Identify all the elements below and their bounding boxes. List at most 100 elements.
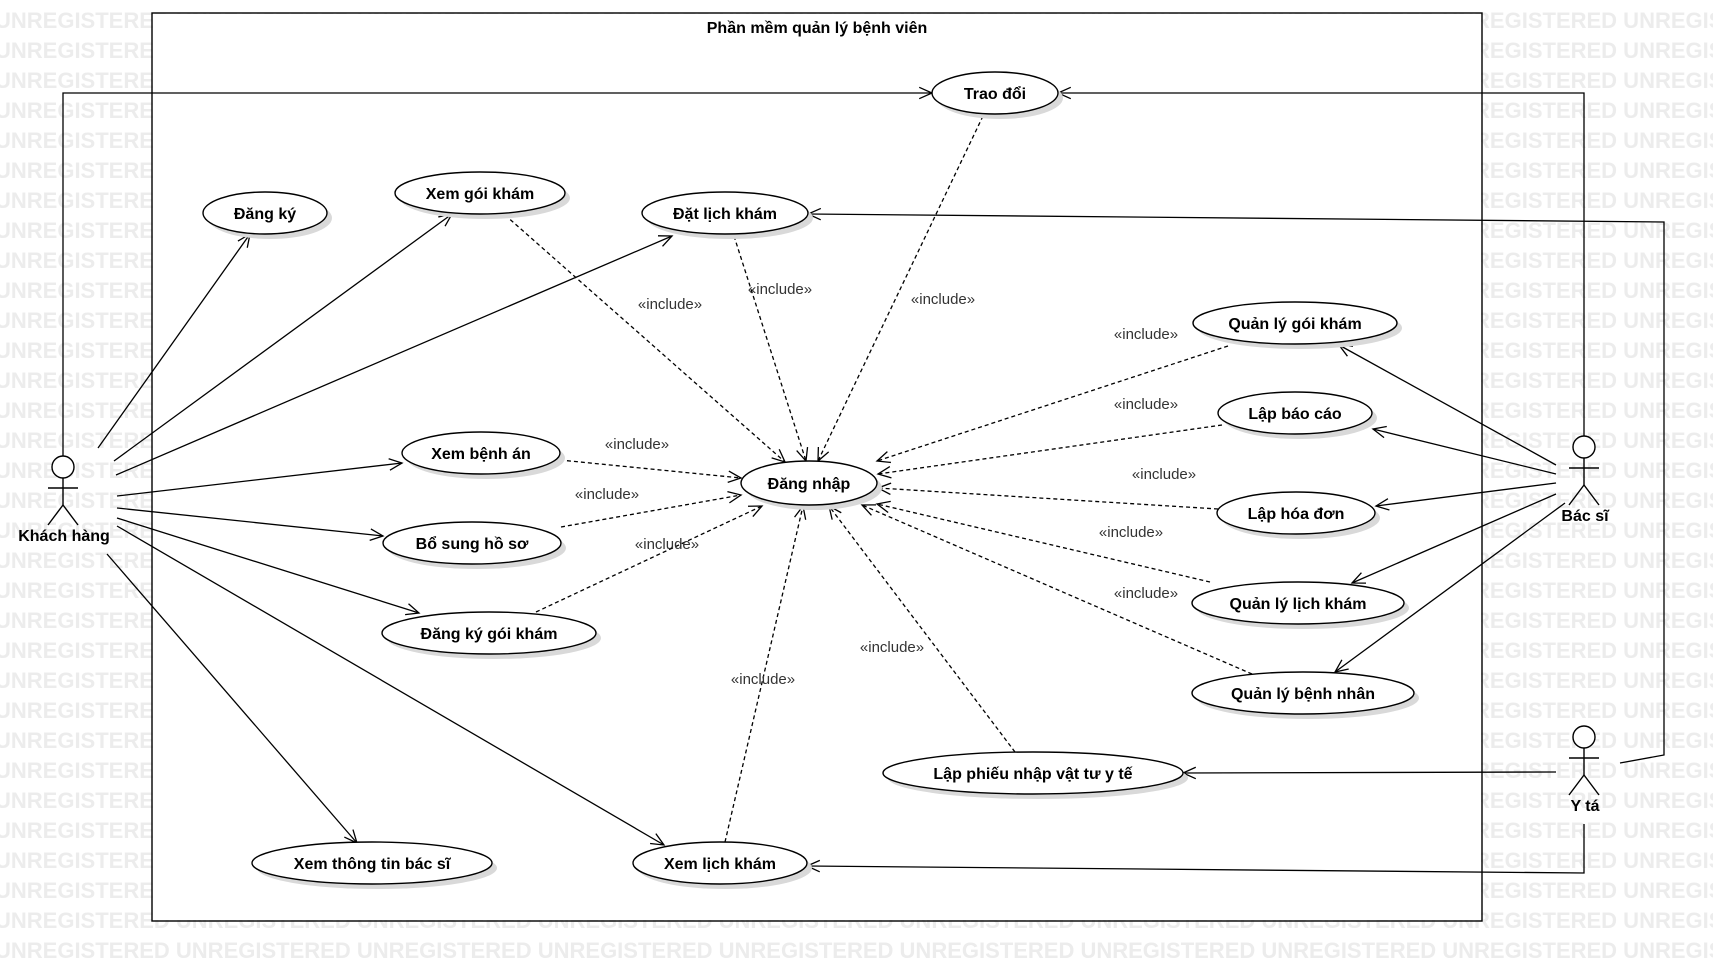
use-case-ellipse — [1216, 491, 1376, 535]
association-customer-xem_goi_kham — [113, 213, 453, 462]
use-case-label: Đăng nhập — [768, 476, 851, 493]
use-case-dang-ky-goi-kham[interactable]: Đăng ký gói khám — [381, 611, 601, 659]
use-case-label: Đăng ký — [234, 206, 296, 223]
actor-customer[interactable]: Khách hàng — [18, 455, 110, 545]
use-case-ellipse — [632, 841, 808, 885]
actor-doctor[interactable]: Bác sĩ — [1561, 435, 1610, 525]
use-case-xem-lich-kham[interactable]: Xem lịch khám — [632, 841, 812, 889]
include-label: «include» — [605, 436, 669, 453]
actor-label: Khách hàng — [18, 528, 110, 545]
use-case-ellipse — [401, 431, 561, 475]
include-label: «include» — [731, 671, 795, 688]
use-case-trao-doi[interactable]: Trao đổi — [931, 71, 1063, 119]
use-case-ellipse — [1192, 301, 1398, 345]
use-case-quan-ly-benh-nhan[interactable]: Quản lý bệnh nhân — [1191, 671, 1419, 719]
use-case-quan-ly-lich-kham[interactable]: Quản lý lịch khám — [1191, 581, 1409, 629]
use-case-ellipse — [202, 191, 328, 235]
use-case-label: Lập hóa đơn — [1248, 506, 1345, 523]
association-customer-dang_ky — [97, 233, 251, 449]
include-xem_lich_kham — [724, 505, 804, 843]
association-doctor-quan_ly_benh_nhan — [1334, 502, 1566, 673]
include-dat_lich_kham — [733, 235, 807, 462]
use-case-xem-thong-tin-bac-si[interactable]: Xem thông tin bác sĩ — [251, 841, 497, 889]
actor-layer: Khách hàng Bác sĩ Y tá — [18, 435, 1610, 815]
use-case-lap-phieu-nhap[interactable]: Lập phiếu nhập vật tư y tế — [882, 751, 1188, 799]
association-doctor-lap_hoa_don — [1375, 482, 1557, 507]
include-label: «include» — [575, 486, 639, 503]
use-case-ellipse — [931, 71, 1059, 115]
association-nurse-lap_phieu_nhap — [1182, 771, 1557, 774]
include-label: «include» — [748, 281, 812, 298]
use-case-quan-ly-goi-kham[interactable]: Quản lý gói khám — [1192, 301, 1402, 349]
actor-stick-figure-icon — [1568, 725, 1600, 796]
use-case-label: Bổ sung hồ sơ — [416, 535, 529, 553]
include-xem_benh_an — [559, 459, 742, 479]
use-case-ellipse — [641, 191, 809, 235]
include-quan_ly_goi_kham — [876, 345, 1229, 462]
use-case-bo-sung-ho-so[interactable]: Bổ sung hồ sơ — [382, 521, 566, 569]
system-title: Phần mềm quản lý bệnh viên — [707, 20, 928, 37]
association-arrowhead — [369, 528, 385, 541]
use-case-xem-benh-an[interactable]: Xem bệnh án — [401, 431, 565, 479]
use-case-ellipse — [740, 460, 878, 506]
include-arrowhead — [727, 490, 743, 504]
include-quan_ly_lich_kham — [876, 503, 1211, 583]
actor-stick-figure-icon — [47, 455, 79, 526]
use-case-label: Xem thông tin bác sĩ — [294, 856, 452, 873]
include-arrowhead — [875, 500, 891, 513]
use-case-label: Xem lịch khám — [664, 856, 776, 873]
include-label: «include» — [1114, 396, 1178, 413]
use-case-lap-hoa-don[interactable]: Lập hóa đơn — [1216, 491, 1380, 539]
use-case-ellipse — [251, 841, 493, 885]
include-bo_sung_ho_so — [560, 494, 742, 528]
actor-label: Y tá — [1570, 798, 1599, 815]
association-arrowhead — [1350, 572, 1367, 584]
association-customer-xem_benh_an — [116, 462, 403, 497]
actor-label: Bác sĩ — [1561, 508, 1610, 525]
actor-nurse[interactable]: Y tá — [1568, 725, 1600, 815]
use-case-ellipse — [394, 171, 566, 215]
association-arrowhead — [650, 833, 666, 846]
include-arrowhead — [876, 465, 892, 479]
include-arrowhead — [875, 451, 891, 464]
association-customer-xem_thong_tin_bac_si — [106, 553, 358, 844]
association-customer-trao_doi — [62, 92, 932, 458]
use-case-ellipse — [1191, 581, 1405, 625]
association-doctor-quan_ly_lich_kham — [1351, 493, 1557, 584]
actor-stick-figure-icon — [1568, 435, 1600, 506]
watermark-text: UNREGISTERED UNREGISTERED UNREGISTERED U… — [0, 938, 1713, 963]
association-arrowhead — [388, 458, 404, 471]
use-case-label: Quản lý bệnh nhân — [1231, 686, 1375, 703]
association-nurse-xem_lich_kham — [806, 824, 1585, 874]
association-customer-bo_sung_ho_so — [116, 507, 384, 537]
include-arrowhead — [747, 505, 764, 518]
use-case-dat-lich-kham[interactable]: Đặt lịch khám — [641, 191, 813, 239]
system-boundary — [151, 12, 1483, 922]
include-label: «include» — [1114, 585, 1178, 602]
use-case-ellipse — [882, 751, 1184, 795]
association-arrowhead — [1374, 498, 1390, 511]
association-nurse-dat_lich_kham — [807, 213, 1665, 764]
include-xem_goi_kham — [504, 214, 786, 463]
use-case-lap-bao-cao[interactable]: Lập báo cáo — [1217, 391, 1377, 439]
include-lap_hoa_don — [877, 487, 1219, 510]
use-case-label: Trao đổi — [964, 85, 1026, 103]
association-arrowhead — [657, 235, 674, 247]
association-doctor-lap_bao_cao — [1372, 428, 1557, 475]
use-case-xem-goi-kham[interactable]: Xem gói khám — [394, 171, 570, 219]
association-customer-dang_ky_goi_kham — [116, 517, 420, 614]
use-case-label: Lập báo cáo — [1248, 406, 1342, 423]
association-arrowhead — [1371, 425, 1387, 439]
include-label: «include» — [638, 296, 702, 313]
association-arrowhead — [405, 603, 421, 616]
use-case-label: Quản lý lịch khám — [1230, 596, 1367, 613]
include-label: «include» — [635, 536, 699, 553]
use-case-ellipse — [382, 521, 562, 565]
use-case-dang-ky[interactable]: Đăng ký — [202, 191, 332, 239]
use-case-dang-nhap[interactable]: Đăng nhập — [740, 460, 882, 510]
use-case-ellipse — [381, 611, 597, 655]
include-quan_ly_benh_nhan — [861, 504, 1253, 675]
association-arrowhead — [1333, 659, 1349, 673]
